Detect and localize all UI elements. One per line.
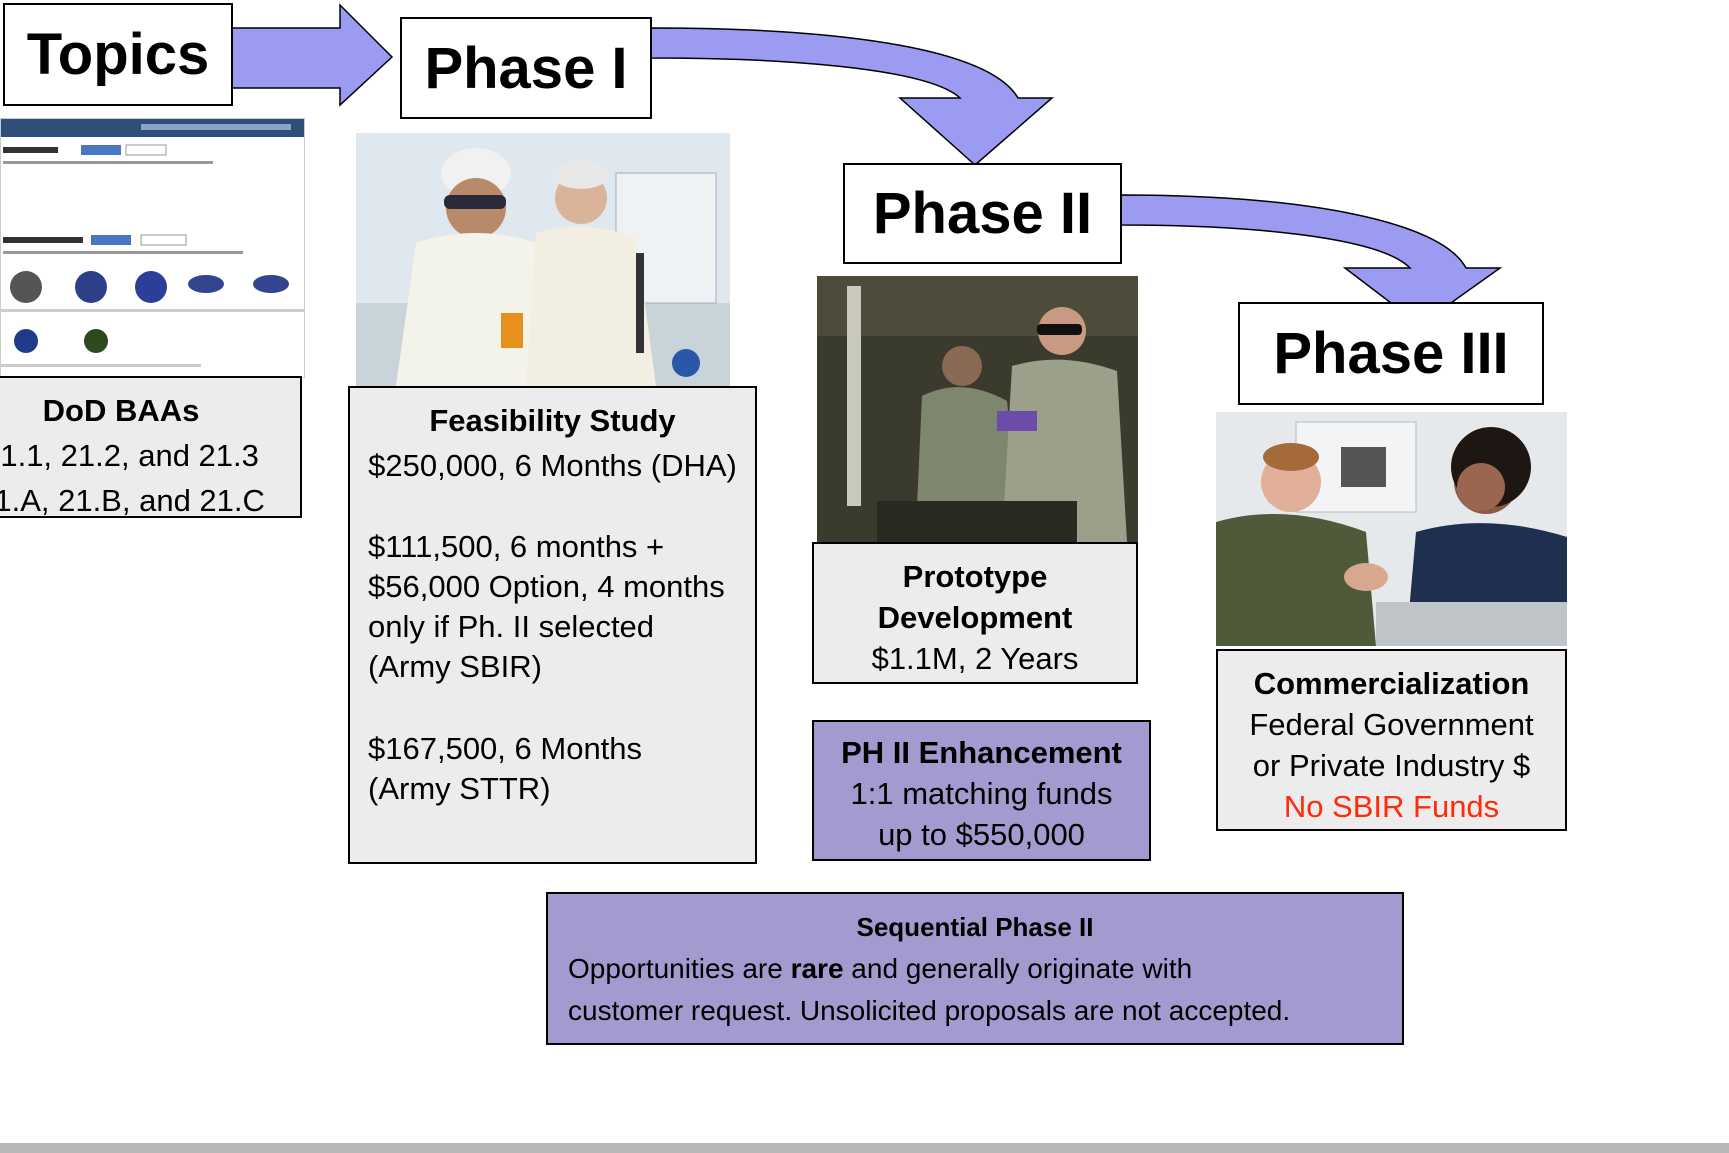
enhancement-box: PH II Enhancement 1:1 matching funds up …: [812, 720, 1151, 861]
phase3-title: Commercialization: [1253, 666, 1530, 701]
sequential-line2: customer request. Unsolicited proposals …: [568, 995, 1291, 1026]
phase1-title: Feasibility Study: [429, 403, 676, 438]
soldiers-photo: [817, 276, 1138, 542]
topics-box: DoD BAAs 21.1, 21.2, and 21.3 21.A, 21.B…: [0, 376, 302, 518]
phase1-item2-line3: only if Ph. II selected: [368, 609, 655, 644]
soldiers-testing-image: [817, 276, 1138, 542]
phase1-box: Feasibility Study $250,000, 6 Months (DH…: [348, 386, 757, 864]
phase1-item2-line1: $111,500, 6 months +: [368, 529, 665, 564]
business-handshake-image: [1216, 412, 1567, 646]
arrow-topics-to-phase1: [231, 3, 394, 107]
phase2-title-line2: Development: [877, 600, 1073, 635]
phase3-no-sbir-funds: No SBIR Funds: [1283, 789, 1500, 824]
sequential-box: Sequential Phase II Opportunities are ra…: [546, 892, 1404, 1045]
dod-baa-screenshot: [0, 118, 305, 378]
topics-line2: 21.A, 21.B, and 21.C: [0, 483, 265, 518]
sequential-line1: Opportunities are rare and generally ori…: [548, 948, 1402, 990]
phase1-item1: $250,000, 6 Months (DHA): [368, 448, 737, 483]
phase1-item3-line2: (Army STTR): [368, 771, 551, 806]
phase2-label: Phase II: [843, 163, 1122, 264]
phase2-title-line1: Prototype: [902, 559, 1048, 594]
enhancement-title: PH II Enhancement: [841, 735, 1122, 770]
phase3-line2: or Private Industry $: [1252, 748, 1531, 783]
phase1-item2-line2: $56,000 Option, 4 months: [368, 569, 725, 604]
website-thumbnail-image: [1, 119, 304, 367]
sequential-line1-a: Opportunities are: [568, 953, 791, 984]
phase3-line1: Federal Government: [1249, 707, 1534, 742]
topics-label: Topics: [3, 3, 233, 106]
arrow-phase1-to-phase2: [649, 27, 1055, 166]
topics-box-title: DoD BAAs: [42, 393, 200, 428]
sequential-line1-c: and generally originate with: [843, 953, 1193, 984]
phase2-box: Prototype Development $1.1M, 2 Years: [812, 542, 1138, 684]
topics-line1: 21.1, 21.2, and 21.3: [0, 438, 259, 473]
sequential-title: Sequential Phase II: [856, 912, 1094, 942]
phase3-label: Phase III: [1238, 302, 1544, 405]
arrow-phase2-to-phase3: [1119, 194, 1503, 326]
phase3-box: Commercialization Federal Government or …: [1216, 649, 1567, 831]
phase1-item2-line4: (Army SBIR): [368, 649, 542, 684]
enhancement-line2: up to $550,000: [878, 817, 1085, 852]
handshake-photo: [1216, 412, 1567, 646]
enhancement-line1: 1:1 matching funds: [850, 776, 1113, 811]
phase1-label: Phase I: [400, 17, 652, 119]
phase1-item3-line1: $167,500, 6 Months: [368, 731, 643, 766]
footer-bar: [0, 1143, 1729, 1153]
phase2-detail: $1.1M, 2 Years: [871, 641, 1079, 676]
lab-scientists-image: [356, 133, 730, 386]
sequential-rare: rare: [790, 953, 844, 984]
lab-photo: [356, 133, 730, 386]
